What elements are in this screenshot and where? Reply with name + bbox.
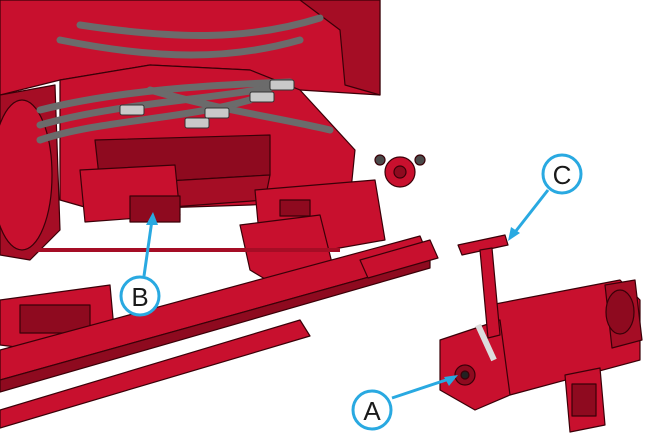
hose-fittings bbox=[119, 79, 295, 129]
base-rails bbox=[0, 235, 439, 429]
hitch-assembly bbox=[439, 234, 643, 433]
callout-c: C bbox=[508, 153, 583, 241]
hydraulic-hoses bbox=[36, 14, 334, 144]
callout-b: B bbox=[119, 212, 161, 317]
callout-c-label: C bbox=[553, 160, 572, 190]
callout-b-label: B bbox=[131, 282, 148, 312]
callout-a-label: A bbox=[363, 396, 381, 426]
callout-a: A bbox=[351, 375, 458, 431]
machine-frame bbox=[0, 0, 426, 351]
